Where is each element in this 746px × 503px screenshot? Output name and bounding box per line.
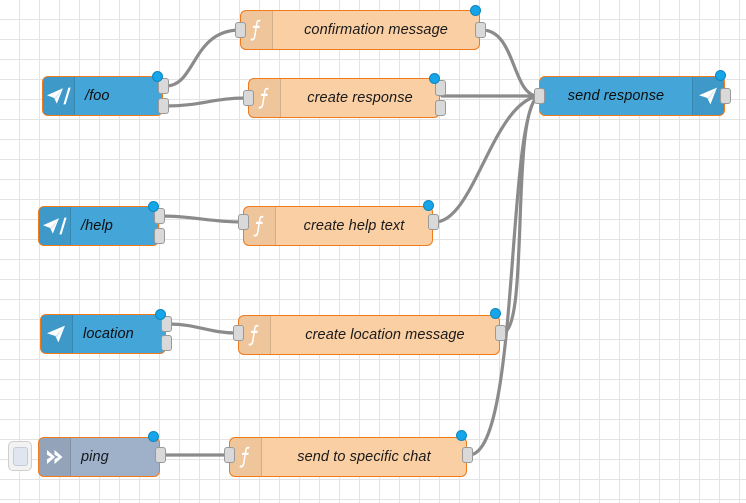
node-help-command[interactable]: /help xyxy=(38,206,159,246)
wire-foo-to-confirmation xyxy=(164,28,242,88)
node-label-create-help-text: create help text xyxy=(303,218,405,234)
link-in-stub[interactable] xyxy=(8,441,32,471)
port-out-create-help-text[interactable] xyxy=(428,214,439,230)
port-out-send-to-specific-chat[interactable] xyxy=(462,447,473,463)
port-out1-help-command[interactable] xyxy=(154,228,165,244)
status-dot-send-to-specific-chat xyxy=(456,430,467,441)
node-label-help-command: /help xyxy=(81,218,113,234)
port-out1-create-response[interactable] xyxy=(435,100,446,116)
node-label-confirmation-message: confirmation message xyxy=(304,22,448,38)
port-out-send-response[interactable] xyxy=(720,88,731,104)
port-in-send-response[interactable] xyxy=(534,88,545,104)
telegram-command-icon xyxy=(39,207,71,245)
wire-help-text-to-send xyxy=(433,94,540,224)
node-send-response[interactable]: send response xyxy=(539,76,725,116)
status-dot-confirmation-message xyxy=(470,5,481,16)
node-label-location-trigger: location xyxy=(83,326,134,342)
port-out1-location-trigger[interactable] xyxy=(161,335,172,351)
wire-specific-chat-to-send xyxy=(467,94,540,457)
function-f-icon xyxy=(239,316,271,354)
telegram-command-icon xyxy=(43,77,75,115)
wire-location-trigger-to-fn xyxy=(167,322,238,335)
node-create-location-message[interactable]: create location message xyxy=(238,315,500,355)
wire-confirmation-to-send xyxy=(480,28,540,98)
node-label-ping-trigger: ping xyxy=(81,449,109,465)
node-label-create-location-message: create location message xyxy=(305,327,465,343)
status-dot-create-location-message xyxy=(490,308,501,319)
status-dot-create-help-text xyxy=(423,200,434,211)
status-dot-foo-command xyxy=(152,71,163,82)
port-in-create-location-message[interactable] xyxy=(233,325,244,341)
port-in-create-response[interactable] xyxy=(243,90,254,106)
port-in-send-to-specific-chat[interactable] xyxy=(224,447,235,463)
port-in-confirmation-message[interactable] xyxy=(235,22,246,38)
node-send-to-specific-chat[interactable]: send to specific chat xyxy=(229,437,467,477)
function-f-icon xyxy=(249,79,281,117)
link-in-stub-inner xyxy=(12,446,28,466)
status-dot-send-response xyxy=(715,70,726,81)
node-confirmation-message[interactable]: confirmation message xyxy=(240,10,480,50)
port-out-create-location-message[interactable] xyxy=(495,325,506,341)
port-out-confirmation-message[interactable] xyxy=(475,22,486,38)
telegram-plane-icon xyxy=(692,77,724,115)
wire-help-to-help-text xyxy=(160,214,243,224)
node-label-send-to-specific-chat: send to specific chat xyxy=(297,449,431,465)
function-f-icon xyxy=(241,11,273,49)
function-f-icon xyxy=(244,207,276,245)
node-label-create-response: create response xyxy=(307,90,413,106)
status-dot-help-command xyxy=(148,201,159,212)
status-dot-location-trigger xyxy=(155,309,166,320)
wire-foo-to-create-response xyxy=(164,96,248,108)
node-create-response[interactable]: create response xyxy=(248,78,440,118)
node-label-send-response: send response xyxy=(567,88,665,104)
node-foo-command[interactable]: /foo xyxy=(42,76,163,116)
port-in-create-help-text[interactable] xyxy=(238,214,249,230)
function-f-icon xyxy=(230,438,262,476)
telegram-plane-icon xyxy=(41,315,73,353)
arrow-in-icon xyxy=(39,438,71,476)
port-out1-foo-command[interactable] xyxy=(158,98,169,114)
status-dot-ping-trigger xyxy=(148,431,159,442)
node-create-help-text[interactable]: create help text xyxy=(243,206,433,246)
node-label-foo-command: /foo xyxy=(85,88,110,104)
node-ping-trigger[interactable]: ping xyxy=(38,437,160,477)
status-dot-create-response xyxy=(429,73,440,84)
wire-location-to-send xyxy=(500,94,540,335)
node-location-trigger[interactable]: location xyxy=(40,314,166,354)
port-out-ping-trigger[interactable] xyxy=(155,447,166,463)
